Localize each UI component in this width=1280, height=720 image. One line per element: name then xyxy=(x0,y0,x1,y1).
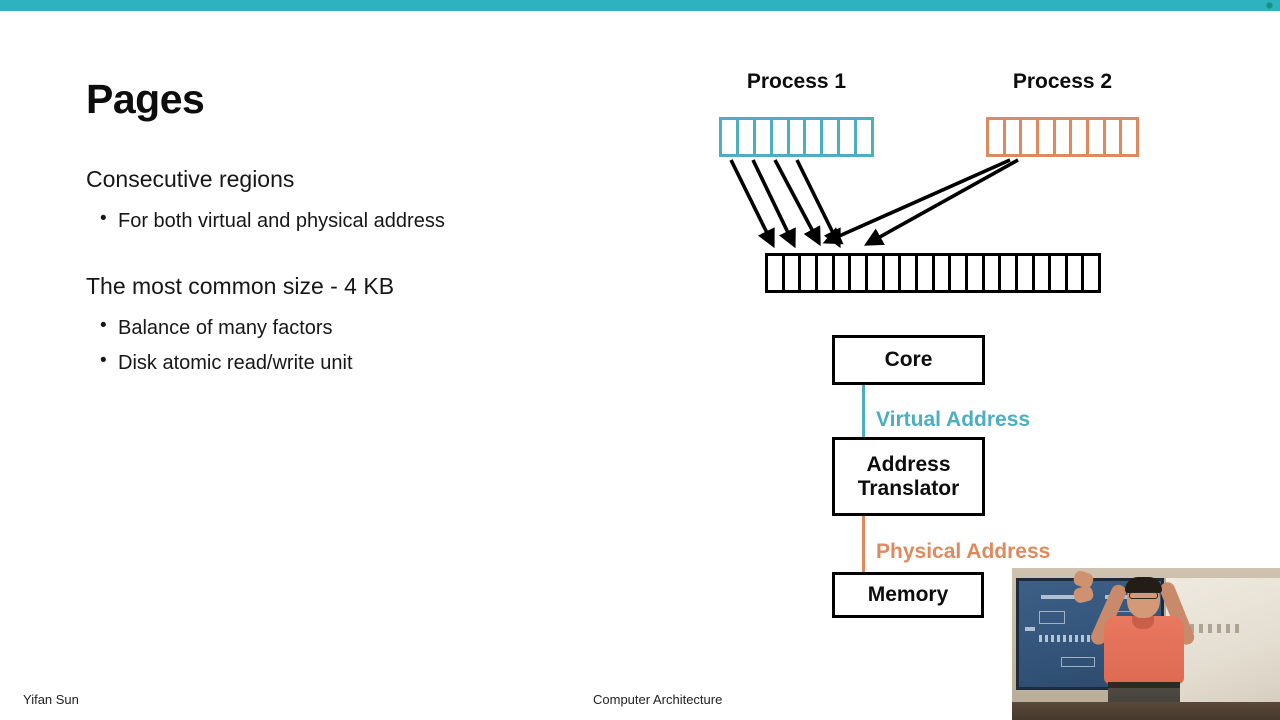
memory-frame-cell xyxy=(968,256,985,290)
process2-address-space xyxy=(986,117,1139,157)
memory-frame-cell xyxy=(885,256,902,290)
memory-frame-cell xyxy=(1018,256,1035,290)
presenter-video-overlay[interactable] xyxy=(1012,568,1280,720)
page-cell xyxy=(773,120,790,154)
list-item: Disk atomic read/write unit xyxy=(86,345,666,380)
page-cell xyxy=(989,120,1006,154)
page-title: Pages xyxy=(86,76,205,122)
slide-text-column: Pages Consecutive regions For both virtu… xyxy=(86,76,666,380)
page-cell xyxy=(739,120,756,154)
memory-frame-cell xyxy=(835,256,852,290)
footer-course: Computer Architecture xyxy=(593,692,723,707)
memory-frame-cell xyxy=(768,256,785,290)
presenter-belt xyxy=(1108,682,1180,689)
page-cell xyxy=(1106,120,1123,154)
process2-label: Process 2 xyxy=(1012,70,1113,93)
memory-frame-cell xyxy=(851,256,868,290)
bullet-list: Balance of many factors Disk atomic read… xyxy=(86,310,666,380)
page-cell xyxy=(823,120,841,154)
page-cell xyxy=(1056,120,1073,154)
recording-indicator-icon xyxy=(1266,2,1273,9)
presenter-hair xyxy=(1125,577,1162,593)
projected-content xyxy=(1041,595,1081,599)
projected-content xyxy=(1039,611,1065,624)
memory-frame-cell xyxy=(1051,256,1068,290)
page-cell xyxy=(1072,120,1090,154)
memory-frame-cell xyxy=(918,256,935,290)
memory-frame-cell xyxy=(1035,256,1052,290)
process1-label: Process 1 xyxy=(746,70,847,93)
section-heading: The most common size - 4 KB xyxy=(86,273,395,300)
memory-frame-cell xyxy=(985,256,1002,290)
presenter-glasses xyxy=(1129,592,1158,599)
page-cell xyxy=(840,120,858,154)
presenter-figure xyxy=(1072,569,1214,720)
whiteboard-writing xyxy=(1190,624,1244,633)
translator-line2: Translator xyxy=(857,476,960,500)
projected-content xyxy=(1025,627,1035,631)
memory-frame-cell xyxy=(1001,256,1018,290)
page-cell xyxy=(1089,120,1106,154)
translator-line1: Address xyxy=(866,452,951,476)
presenter-collar xyxy=(1132,616,1154,629)
section-heading: Consecutive regions xyxy=(86,166,295,193)
memory-frame-cell xyxy=(818,256,835,290)
page-cell xyxy=(790,120,807,154)
memory-frame-cell xyxy=(951,256,968,290)
page-cell xyxy=(1006,120,1023,154)
virtual-address-label: Virtual Address xyxy=(876,408,1031,431)
page-cell xyxy=(806,120,824,154)
memory-frame-cell xyxy=(901,256,918,290)
footer-author: Yifan Sun xyxy=(23,692,79,707)
memory-frame-cell xyxy=(785,256,802,290)
flow-box-core: Core xyxy=(832,335,985,385)
section-consecutive-regions: Consecutive regions For both virtual and… xyxy=(86,165,666,238)
process1-address-space xyxy=(719,117,874,157)
projected-content xyxy=(1061,657,1095,667)
section-common-size: The most common size - 4 KB Balance of m… xyxy=(86,272,666,380)
bullet-list: For both virtual and physical address xyxy=(86,203,666,238)
virtual-address-line xyxy=(862,385,865,438)
flow-box-memory: Memory xyxy=(832,572,984,618)
page-cell xyxy=(1022,120,1040,154)
top-accent-bar xyxy=(0,0,1280,11)
memory-frame-cell xyxy=(935,256,952,290)
physical-memory-row xyxy=(765,253,1101,293)
classroom-desk xyxy=(1012,702,1280,720)
presenter-right-hand xyxy=(1072,584,1095,605)
page-cell xyxy=(722,120,739,154)
page-cell xyxy=(1039,120,1056,154)
page-cell xyxy=(756,120,773,154)
flow-box-address-translator: Address Translator xyxy=(832,437,985,516)
memory-frame-cell xyxy=(868,256,885,290)
list-item: For both virtual and physical address xyxy=(86,203,666,238)
list-item: Balance of many factors xyxy=(86,310,666,345)
memory-frame-cell xyxy=(801,256,818,290)
physical-address-line xyxy=(862,516,865,573)
memory-frame-cell xyxy=(1068,256,1085,290)
physical-address-label: Physical Address xyxy=(876,540,1051,563)
